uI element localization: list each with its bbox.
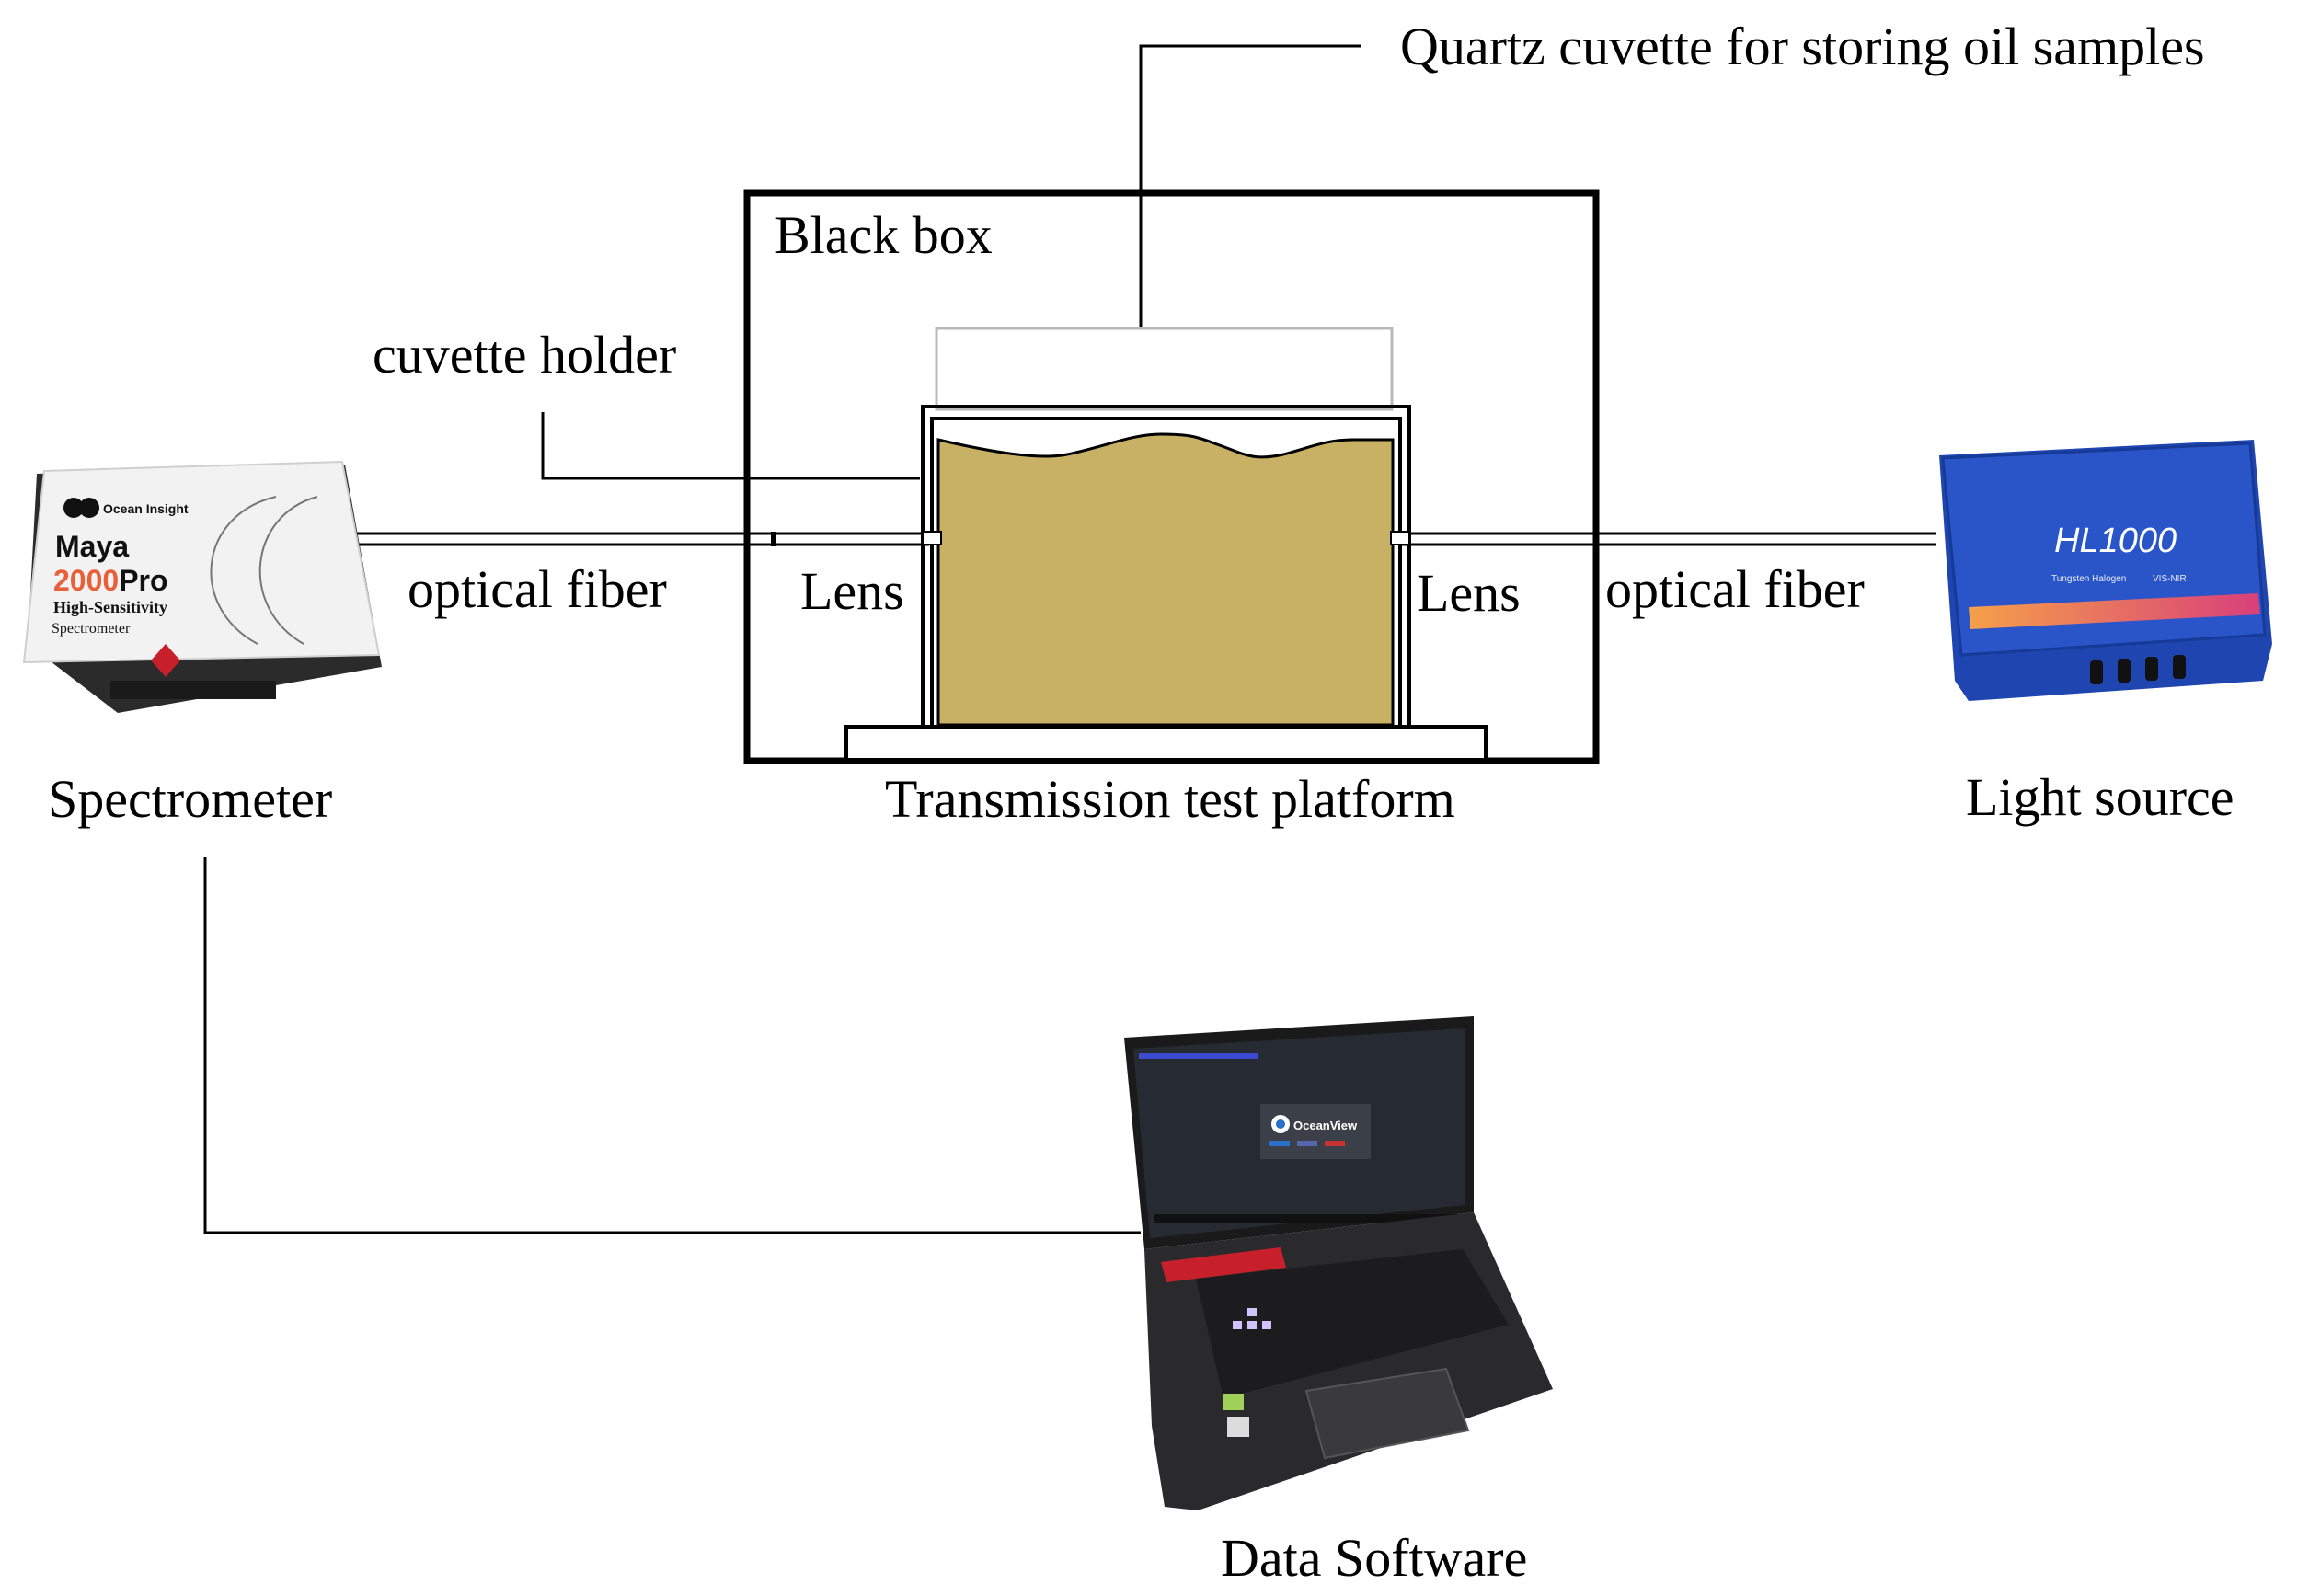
warning-icon [151, 644, 180, 677]
spectrometer-device: Ocean Insight Maya 2000Pro High-Sensitiv… [22, 460, 382, 713]
light-source-model: HL1000 [2054, 522, 2177, 560]
spectrometer-label: Spectrometer [48, 769, 332, 829]
oil-sample [936, 432, 1395, 727]
quartz-cuvette-outline [935, 327, 1394, 411]
platform-base [844, 725, 1488, 762]
spectrometer-model-suffix: Pro [119, 564, 167, 597]
cuvette-holder [921, 405, 1411, 727]
optical-fiber-right [1398, 532, 1936, 546]
optical-fiber-right-label: optical fiber [1605, 559, 1865, 619]
svg-text:2000Pro: 2000Pro [53, 564, 168, 597]
lens-right-label: Lens [1417, 563, 1521, 623]
ocean-insight-logo-icon [63, 498, 84, 518]
light-source-label: Light source [1966, 767, 2234, 827]
lens-left-connector [922, 531, 942, 545]
laptop-app-name: OceanView [1293, 1119, 1358, 1132]
quartz-cuvette-label: Quartz cuvette for storing oil samples [1400, 17, 2205, 76]
light-source-range: VIS-NIR [2153, 574, 2187, 584]
platform-label: Transmission test platform [885, 769, 1455, 829]
spectrometer-model-line1: Maya [55, 530, 129, 563]
quartz-cuvette-leader-line [1139, 44, 1361, 327]
light-source-device: HL1000 Tungsten Halogen VIS-NIR [1939, 440, 2272, 701]
optical-fiber-left [348, 532, 929, 546]
black-box-label: Black box [775, 205, 993, 265]
spectrometer-brand: Ocean Insight [103, 501, 189, 516]
lens-left-mark [771, 532, 776, 546]
optical-fiber-left-label: optical fiber [408, 559, 667, 619]
spectrometer-model-num: 2000 [53, 564, 119, 597]
light-source-subtitle: Tungsten Halogen [2051, 574, 2126, 584]
data-software-label: Data Software [1221, 1528, 1527, 1588]
lens-right-connector [1390, 531, 1410, 545]
lens-left-label: Lens [800, 561, 904, 621]
spectrometer-subtitle2: Spectrometer [52, 621, 131, 637]
cuvette-holder-label: cuvette holder [373, 325, 676, 385]
cuvette-holder-leader-line [541, 412, 920, 480]
usb-cable-line [203, 857, 1141, 1234]
spectrometer-subtitle1: High-Sensitivity [53, 598, 167, 616]
laptop: OceanView [1124, 1016, 1553, 1510]
